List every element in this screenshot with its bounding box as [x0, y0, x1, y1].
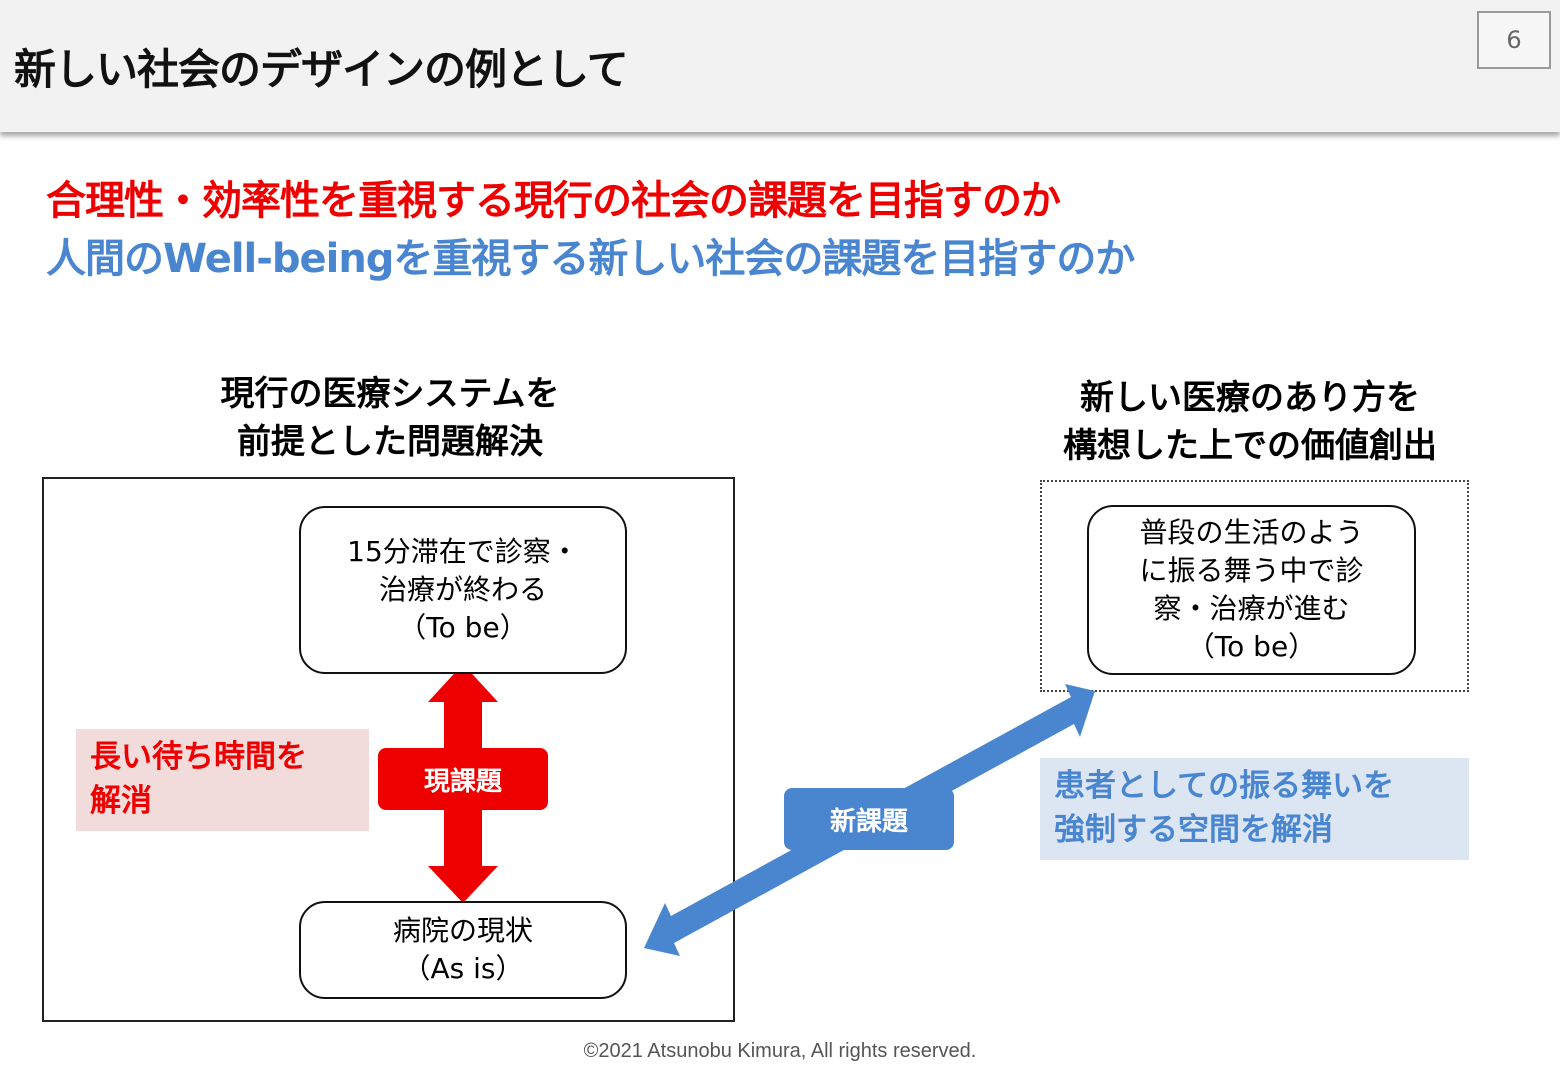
tobe-node-current: 15分滞在で診察・ 治療が終わる （To be）: [299, 506, 627, 674]
current-system-frame: [42, 477, 735, 1022]
page-title: 新しい社会のデザインの例として: [14, 45, 629, 94]
current-issue-note: 長い待ち時間を 解消: [76, 729, 369, 831]
headline-new-society: 人間のWell-beingを重視する新しい社会の課題を目指すのか: [46, 236, 1135, 282]
copyright-footer: ©2021 Atsunobu Kimura, All rights reserv…: [583, 1040, 977, 1062]
tobe-node-new: 普段の生活のよう に振る舞う中で診 察・治療が進む （To be）: [1087, 505, 1416, 675]
left-section-title: 現行の医療システムを 前提とした問題解決: [140, 370, 640, 466]
left-title-line2: 前提とした問題解決: [237, 422, 543, 462]
right-section-title: 新しい医療のあり方を 構想した上での価値創出: [1000, 374, 1500, 470]
new-issue-label: 新課題: [784, 788, 954, 850]
new-issue-note: 患者としての振る舞いを 強制する空間を解消: [1040, 758, 1469, 860]
current-issue-label: 現課題: [378, 748, 548, 810]
page-number: 6: [1477, 11, 1551, 69]
slide-header: 新しい社会のデザインの例として 6: [0, 0, 1560, 132]
right-title-line2: 構想した上での価値創出: [1063, 426, 1437, 466]
new-vision-frame: [1040, 480, 1469, 692]
right-title-line1: 新しい医療のあり方を: [1080, 378, 1420, 418]
headline-current-society: 合理性・効率性を重視する現行の社会の課題を目指すのか: [46, 178, 1061, 224]
left-title-line1: 現行の医療システムを: [220, 374, 560, 414]
asis-node: 病院の現状 （As is）: [299, 901, 627, 999]
